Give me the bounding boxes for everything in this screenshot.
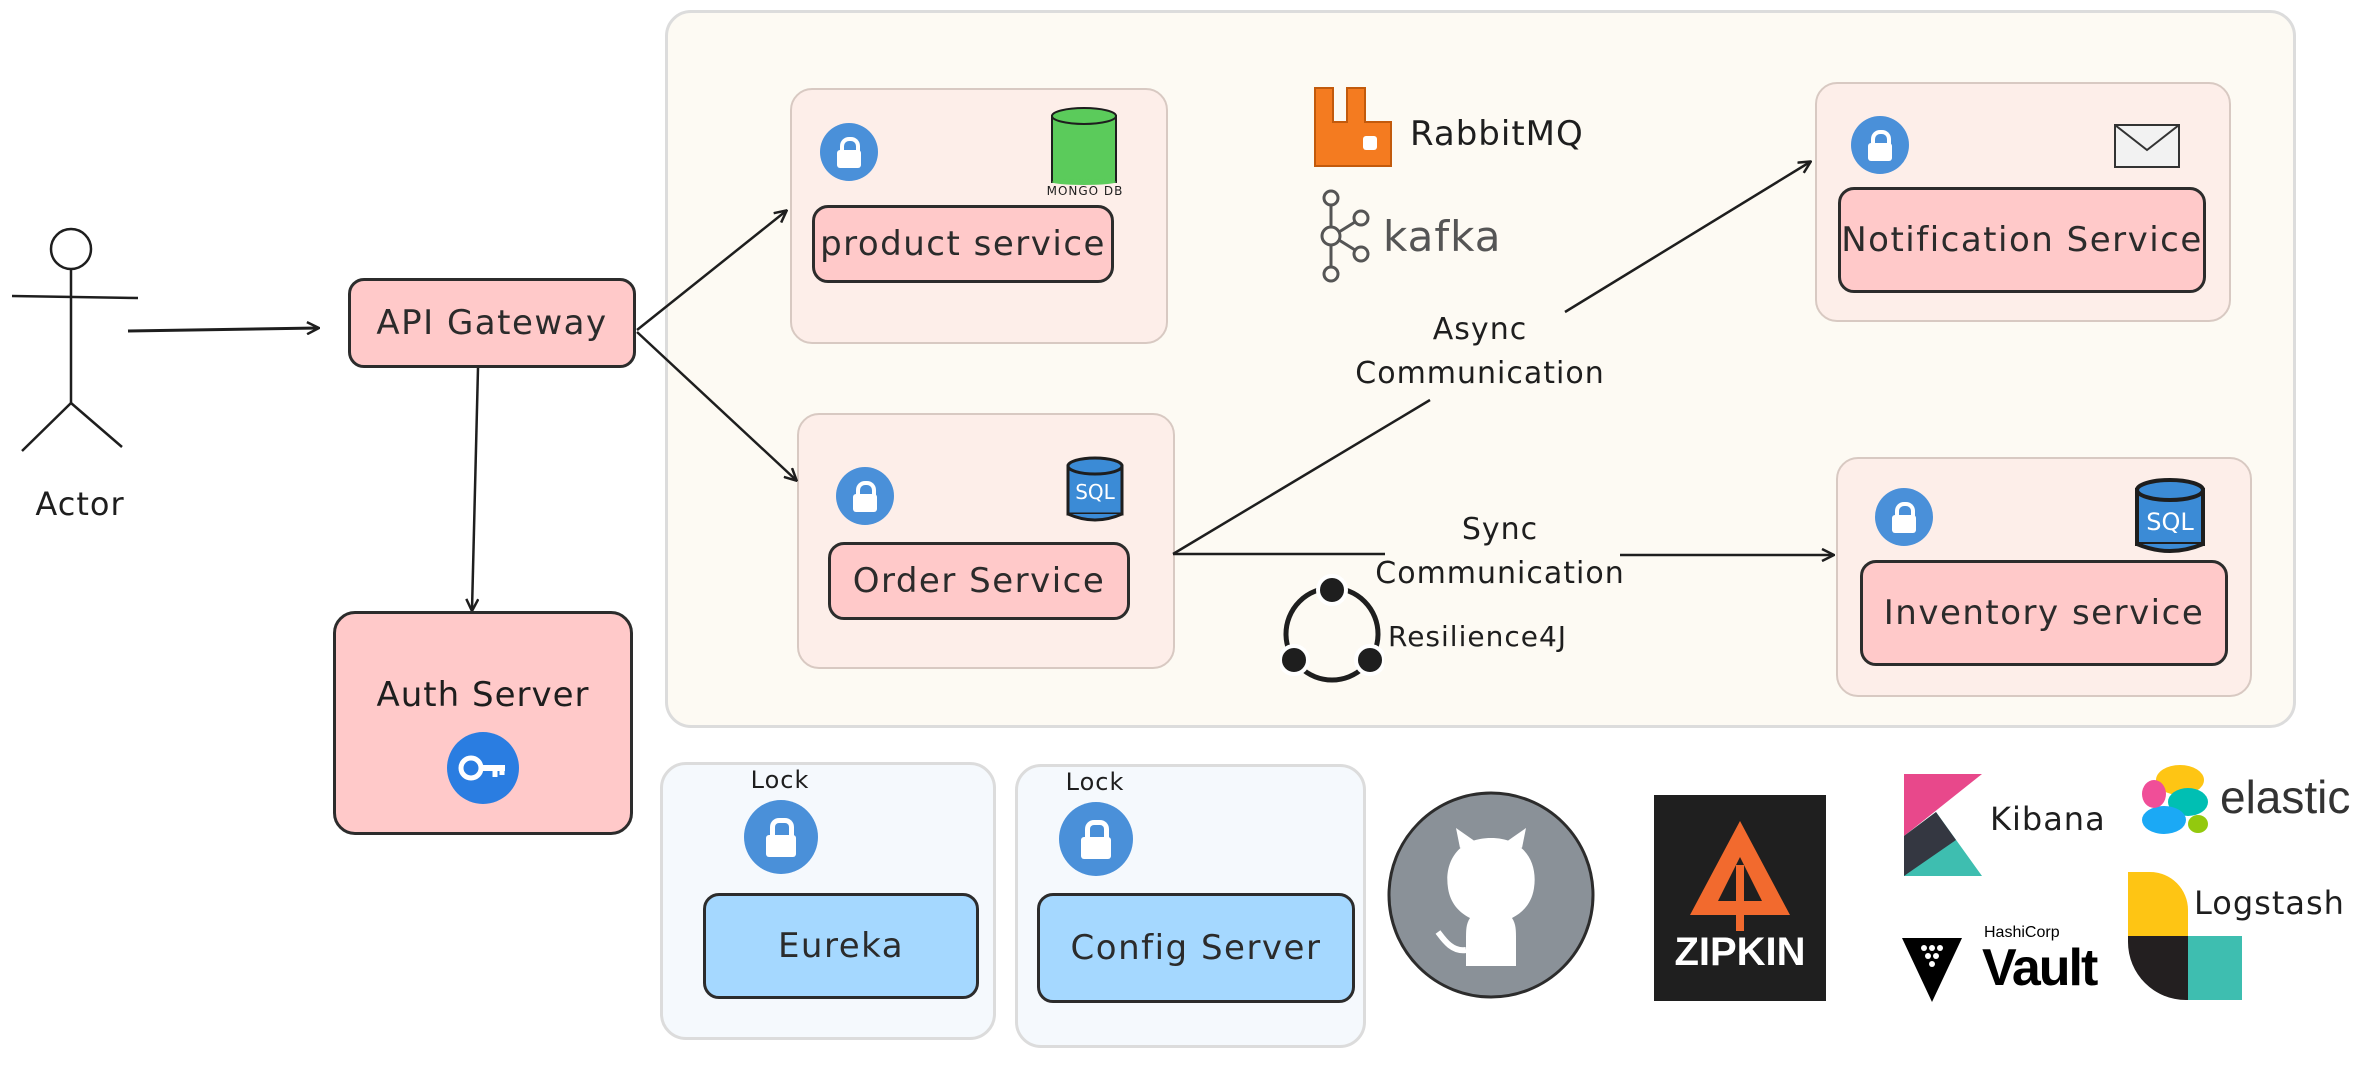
- logstash-icon: [2128, 872, 2242, 1000]
- async-arrow-head: [1564, 162, 1810, 314]
- async-arrow: [1172, 398, 1431, 556]
- notification-lock-icon: [1851, 116, 1909, 174]
- logstash-label: Logstash: [2194, 884, 2345, 922]
- actor-label: Actor: [35, 485, 125, 523]
- eureka-lock-icon: [744, 800, 818, 874]
- sql-db-icon-inventory: [2134, 478, 2206, 554]
- api-gateway-node[interactable]: API Gateway: [348, 278, 636, 368]
- vault-icon: [1902, 938, 1962, 1002]
- github-icon: [1386, 790, 1596, 1000]
- inventory-service-node[interactable]: Inventory service: [1860, 560, 2228, 666]
- auth-server-label: Auth Server: [376, 675, 590, 715]
- eureka-node[interactable]: Eureka: [703, 893, 979, 999]
- kafka-icon: [1313, 188, 1375, 284]
- resilience4j-icon: [1278, 572, 1386, 690]
- notification-service-node[interactable]: Notification Service: [1838, 187, 2206, 293]
- config-lock-icon: [1059, 802, 1133, 876]
- mail-icon: [2114, 124, 2180, 168]
- product-lock-icon: [820, 123, 878, 181]
- actor-to-gateway-arrow: [127, 328, 318, 331]
- kafka-label: kafka: [1383, 212, 1502, 261]
- kibana-label: Kibana: [1990, 800, 2106, 838]
- eureka-lock-label: Lock: [750, 766, 810, 794]
- zipkin-logo: [1654, 795, 1826, 1001]
- inventory-db-label: SQL: [2146, 508, 2194, 536]
- async-label-line2: Communication: [1355, 356, 1605, 391]
- sync-label-line2: Communication: [1375, 556, 1625, 591]
- elastic-icon: [2140, 764, 2212, 836]
- key-icon: [447, 732, 519, 804]
- order-service-node[interactable]: Order Service: [828, 542, 1130, 620]
- sql-db-icon-order: [1066, 456, 1124, 522]
- elastic-label: elastic: [2220, 771, 2351, 823]
- mongodb-label: MONGO DB: [1046, 184, 1124, 198]
- vault-brand-label: HashiCorp: [1984, 924, 2060, 941]
- gateway-to-auth-arrow: [472, 367, 478, 610]
- order-db-label: SQL: [1075, 480, 1115, 504]
- gateway-to-product-arrow: [636, 211, 786, 331]
- rabbitmq-label: RabbitMQ: [1410, 114, 1584, 154]
- actor-figure: [11, 227, 139, 452]
- sync-label-line1: Sync: [1461, 512, 1539, 547]
- config-lock-label: Lock: [1065, 768, 1125, 796]
- kibana-icon: [1904, 774, 1982, 876]
- rabbitmq-icon: [1313, 84, 1395, 168]
- async-label-line1: Async: [1432, 312, 1528, 347]
- config-server-node[interactable]: Config Server: [1037, 893, 1355, 1003]
- vault-label: Vault: [1982, 939, 2098, 997]
- inventory-lock-icon: [1875, 488, 1933, 546]
- resilience4j-label: Resilience4J: [1388, 620, 1568, 653]
- zipkin-label: ZIPKIN: [1674, 930, 1806, 974]
- mongodb-icon: [1051, 106, 1117, 186]
- order-card: [797, 413, 1175, 669]
- gateway-to-order-arrow: [636, 331, 796, 480]
- order-lock-icon: [836, 467, 894, 525]
- product-service-node[interactable]: product service: [812, 205, 1114, 283]
